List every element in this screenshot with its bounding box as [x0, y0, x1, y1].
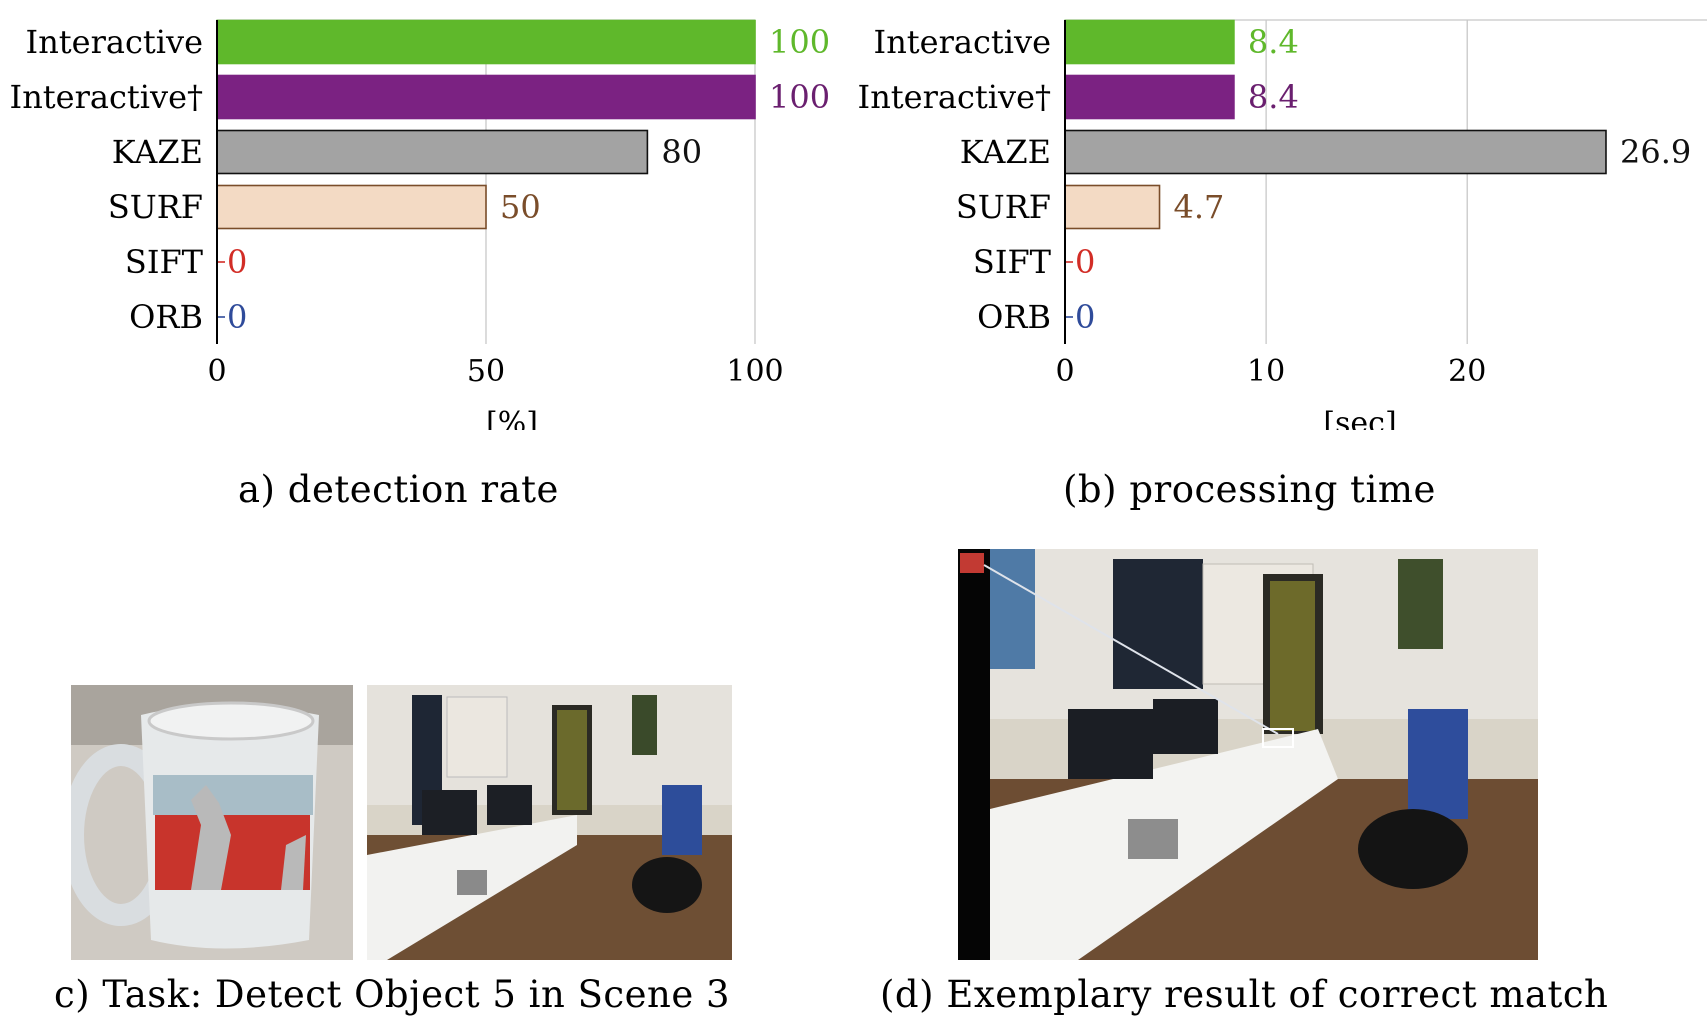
mug-object-photo	[71, 685, 353, 960]
detection-tick-label: 0	[207, 354, 226, 389]
detection-bar-2	[216, 74, 756, 120]
time-category-label: Interactive†	[858, 78, 1051, 116]
time-category-label: KAZE	[960, 133, 1051, 171]
time-value-label: 0	[1075, 243, 1095, 281]
time-value-label: 8.4	[1248, 78, 1299, 116]
detection-tick-label: 100	[726, 354, 783, 389]
detection-category-label: KAZE	[112, 133, 203, 171]
caption-a: a) detection rate	[238, 468, 559, 511]
time-tick-label: 20	[1448, 354, 1486, 389]
detection-value-label: 100	[769, 78, 830, 116]
detection-category-label: ORB	[129, 298, 203, 336]
caption-d: (d) Exemplary result of correct match	[880, 973, 1609, 1016]
detection-value-label: 0	[227, 243, 247, 281]
detection-category-label: SIFT	[125, 243, 204, 281]
time-axis-label: [sec]	[1323, 406, 1396, 430]
time-category-label: Interactive	[874, 23, 1051, 61]
detection-value-label: 80	[661, 133, 702, 171]
time-bar-3	[1064, 129, 1607, 175]
time-value-label: 26.9	[1620, 133, 1691, 171]
caption-b: (b) processing time	[1063, 468, 1436, 511]
time-tick-label: 10	[1247, 354, 1285, 389]
detection-value-label: 50	[500, 188, 541, 226]
time-bar-1	[1064, 19, 1235, 65]
time-bar-2	[1064, 74, 1235, 120]
scene-photo	[367, 685, 732, 960]
detection-bar-3	[216, 129, 649, 175]
detection-value-label: 100	[769, 23, 830, 61]
detection-category-label: SURF	[108, 188, 203, 226]
match-result-photo	[958, 549, 1538, 960]
detection-value-label: 0	[227, 298, 247, 336]
time-bar-4	[1064, 184, 1161, 230]
detection-category-label: Interactive†	[10, 78, 203, 116]
time-value-label: 0	[1075, 298, 1095, 336]
time-category-label: SIFT	[973, 243, 1052, 281]
time-tick-label: 0	[1055, 354, 1074, 389]
detection-axis-label: [%]	[486, 406, 538, 430]
time-category-label: ORB	[977, 298, 1051, 336]
time-value-label: 8.4	[1248, 23, 1299, 61]
detection-bar-1	[216, 19, 756, 65]
caption-c: c) Task: Detect Object 5 in Scene 3	[54, 973, 731, 1016]
detection-tick-label: 50	[467, 354, 505, 389]
detection-category-label: Interactive	[26, 23, 203, 61]
time-value-label: 4.7	[1174, 188, 1225, 226]
detection-bar-4	[216, 184, 487, 230]
time-category-label: SURF	[956, 188, 1051, 226]
